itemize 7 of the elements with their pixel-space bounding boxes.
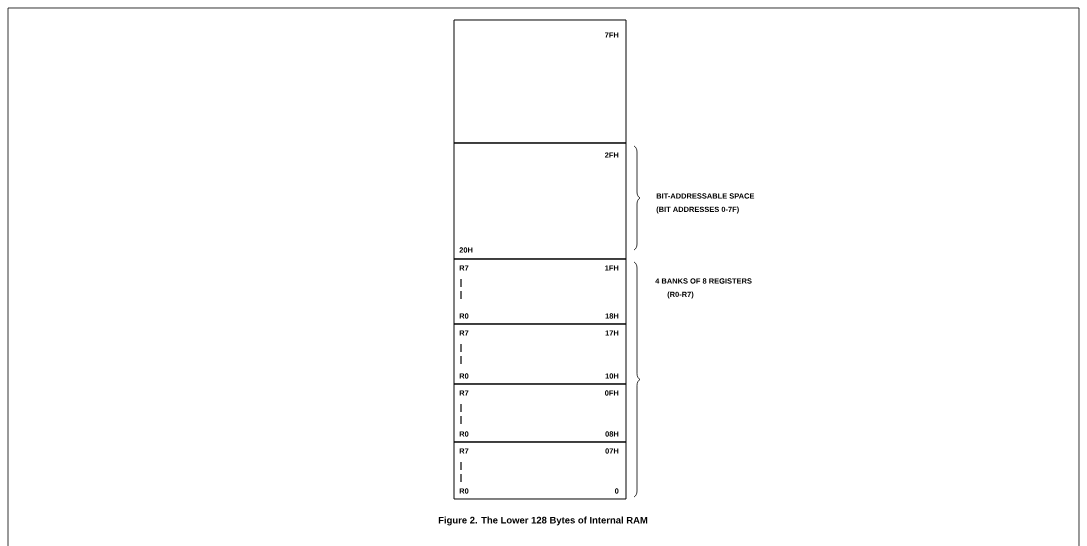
memory-block [453, 323, 627, 385]
memory-block [453, 19, 627, 144]
figure-caption: Figure 2. The Lower 128 Bytes of Internal RAM [438, 516, 648, 526]
memory-block [453, 441, 627, 500]
memory-block [453, 258, 627, 325]
memory-block [453, 383, 627, 443]
memory-block [453, 142, 627, 260]
